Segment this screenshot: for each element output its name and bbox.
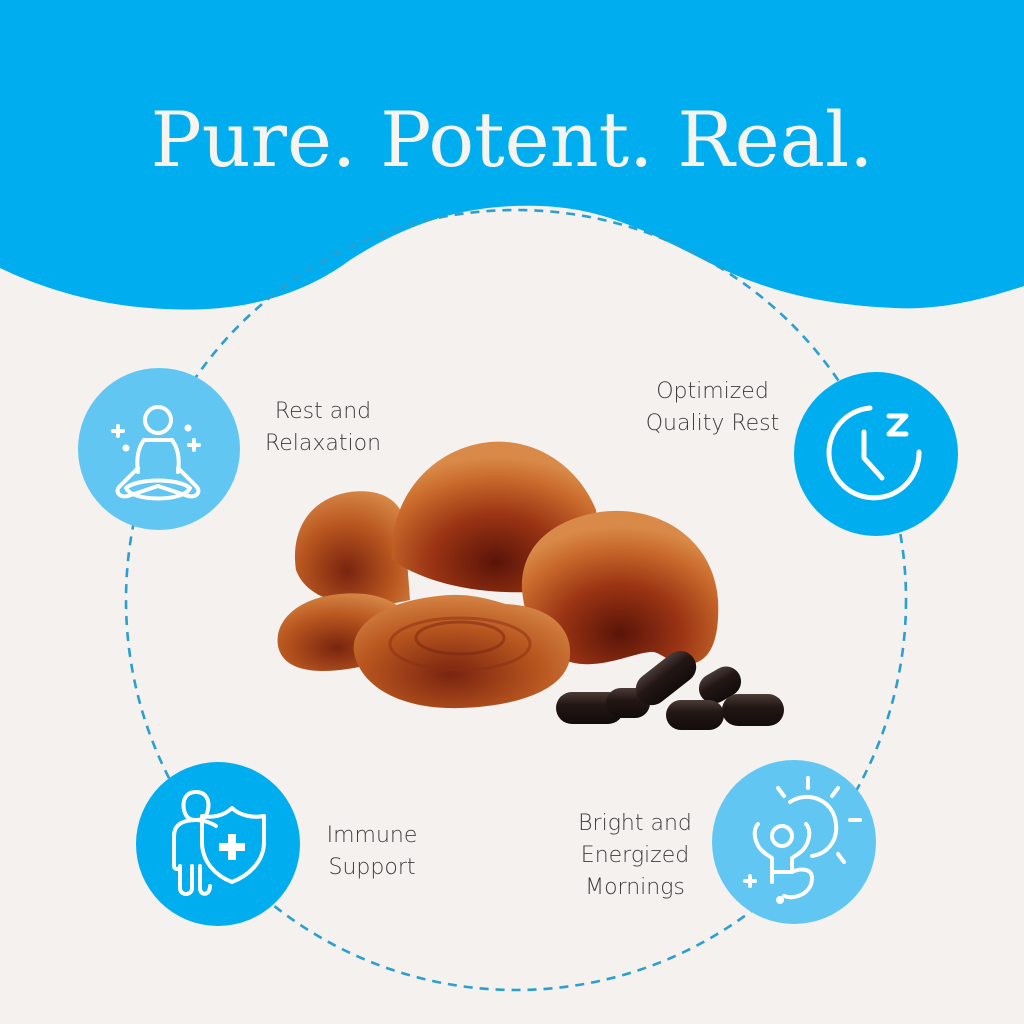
benefit-label-immune: Immune Support xyxy=(312,820,432,884)
benefit-label-rest: Rest and Relaxation xyxy=(248,396,398,460)
benefit-label-line: Rest and xyxy=(274,399,372,424)
benefit-label-quality-rest: Optimized Quality Rest xyxy=(630,376,795,440)
mushroom-back-left xyxy=(294,491,410,606)
benefit-label-line: Immune xyxy=(326,823,418,848)
benefit-label-line: Mornings xyxy=(585,875,685,900)
capsule xyxy=(666,700,724,730)
mushroom-right xyxy=(521,510,719,665)
header-wave xyxy=(0,0,1024,310)
clock-sleep-icon xyxy=(826,405,922,501)
benefit-label-line: Bright and xyxy=(578,811,692,836)
benefit-label-line: Quality Rest xyxy=(645,411,780,436)
capsule xyxy=(722,694,784,726)
benefit-icon-immune xyxy=(136,762,300,926)
benefit-label-line: Energized xyxy=(580,843,690,868)
dashed-orbit xyxy=(124,208,908,992)
capsule xyxy=(635,650,697,706)
capsule xyxy=(698,666,742,704)
benefit-icon-quality-rest xyxy=(794,372,958,536)
benefit-label-line: Relaxation xyxy=(264,431,382,456)
mushroom-front-center xyxy=(353,594,571,709)
person-shield-icon xyxy=(172,790,266,896)
sunrise-person-icon xyxy=(743,776,862,904)
benefit-label-line: Support xyxy=(328,855,416,880)
page-title: Pure. Potent. Real. xyxy=(150,95,874,184)
benefit-icon-mornings xyxy=(712,760,876,924)
benefit-label-line: Optimized xyxy=(656,379,769,404)
benefit-label-mornings: Bright and Energized Mornings xyxy=(560,808,710,904)
benefit-icon-rest xyxy=(78,368,240,530)
product-image-mushrooms-capsules xyxy=(277,441,784,730)
meditation-icon xyxy=(111,405,201,501)
